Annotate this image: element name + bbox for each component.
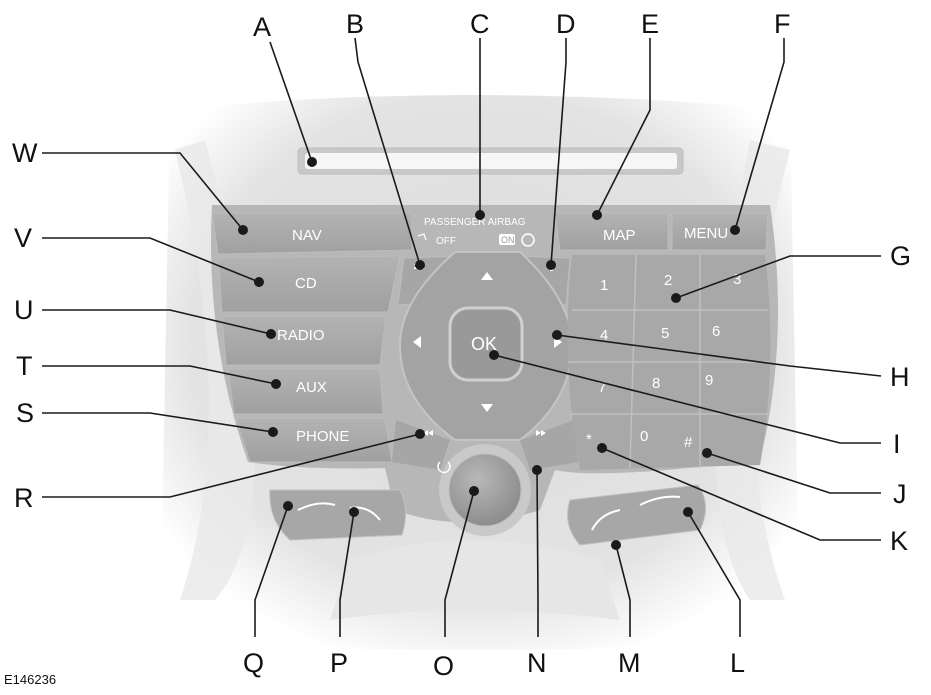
key-9[interactable]: 9 [705, 372, 713, 389]
map-button[interactable]: MAP [554, 212, 669, 251]
seek-forward-icon [536, 430, 546, 436]
callout-b: B [346, 9, 364, 39]
left-rocker-q-icon [297, 502, 336, 511]
cd-button[interactable]: CD [217, 255, 401, 313]
phone-button-label: PHONE [296, 428, 349, 445]
right-rocker-m-icon [591, 509, 621, 531]
callout-i: I [893, 429, 901, 459]
cd-slot[interactable] [297, 147, 684, 175]
menu-button[interactable]: MENU [671, 212, 769, 251]
airbag-on-label: ON [501, 235, 515, 245]
radio-button[interactable]: RADIO [221, 315, 387, 366]
seek-forward-button[interactable] [520, 420, 578, 470]
leader-dots [238, 157, 740, 550]
radio-button-label: RADIO [277, 327, 325, 344]
right-rocker-l-icon [639, 495, 681, 506]
ok-button[interactable]: OK [448, 306, 524, 382]
airbag-off-icon [417, 233, 427, 241]
down-arrow-icon [481, 404, 493, 412]
right-rocker-button[interactable] [567, 484, 706, 546]
callout-t: T [16, 351, 33, 381]
callout-u: U [14, 295, 34, 325]
aux-button-label: AUX [296, 379, 327, 396]
key-1[interactable]: 1 [600, 277, 608, 294]
key-5[interactable]: 5 [661, 325, 669, 342]
callout-c: C [470, 9, 490, 39]
callout-j: J [893, 479, 907, 509]
callout-l: L [730, 648, 745, 678]
map-button-label: MAP [603, 227, 636, 244]
menu-button-label: MENU [684, 225, 728, 242]
seek-back-icon [423, 430, 433, 436]
ok-button-label: OK [471, 334, 497, 354]
nav-button[interactable]: NAV [211, 212, 413, 255]
nav-button-label: NAV [292, 227, 322, 244]
airbag-on-badge [499, 234, 515, 245]
key-hash[interactable]: # [684, 434, 693, 451]
callout-o: O [433, 651, 454, 681]
up-arrow-icon [481, 272, 493, 280]
key-8[interactable]: 8 [652, 375, 660, 392]
phone-button[interactable]: PHONE [235, 417, 393, 463]
callout-k: K [890, 526, 908, 556]
callout-e: E [641, 9, 659, 39]
seek-back-button[interactable] [392, 420, 450, 470]
callout-h: H [890, 362, 910, 392]
leader-lines [42, 37, 882, 637]
airbag-title: PASSENGER AIRBAG [424, 217, 526, 228]
key-star[interactable]: * [586, 431, 592, 448]
key-2[interactable]: 2 [664, 272, 672, 289]
left-rocker-button[interactable] [269, 489, 406, 541]
volume-knob[interactable] [437, 444, 531, 536]
figure-code: E146236 [4, 672, 56, 687]
callout-r: R [14, 483, 34, 513]
callout-a: A [253, 12, 271, 42]
passenger-airbag-indicator: PASSENGER AIRBAG OFF ON [417, 217, 535, 247]
key-3[interactable]: 3 [733, 271, 741, 288]
callout-m: M [618, 648, 641, 678]
cd-button-label: CD [295, 275, 317, 292]
left-arrow-icon [413, 336, 421, 348]
callout-g: G [890, 241, 911, 271]
airbag-off-label: OFF [436, 236, 456, 247]
key-0[interactable]: 0 [640, 428, 648, 445]
keypad: 1 2 3 4 5 6 7 8 9 * 0 # [567, 254, 771, 470]
callout-p: P [330, 648, 348, 678]
key-4[interactable]: 4 [600, 327, 608, 344]
callout-q: Q [243, 648, 264, 678]
callout-f: F [774, 9, 791, 39]
callout-labels: A B C D E F G H I J K L M N O P Q R S T … [12, 9, 911, 681]
callout-v: V [14, 223, 32, 253]
key-6[interactable]: 6 [712, 323, 720, 340]
callout-d: D [556, 9, 576, 39]
callout-n: N [527, 648, 547, 678]
power-icon [437, 461, 451, 474]
key-7[interactable]: 7 [598, 379, 606, 396]
aux-button[interactable]: AUX [227, 368, 384, 415]
callout-w: W [12, 138, 38, 168]
callout-s: S [16, 398, 34, 428]
airbag-icon [521, 233, 535, 247]
